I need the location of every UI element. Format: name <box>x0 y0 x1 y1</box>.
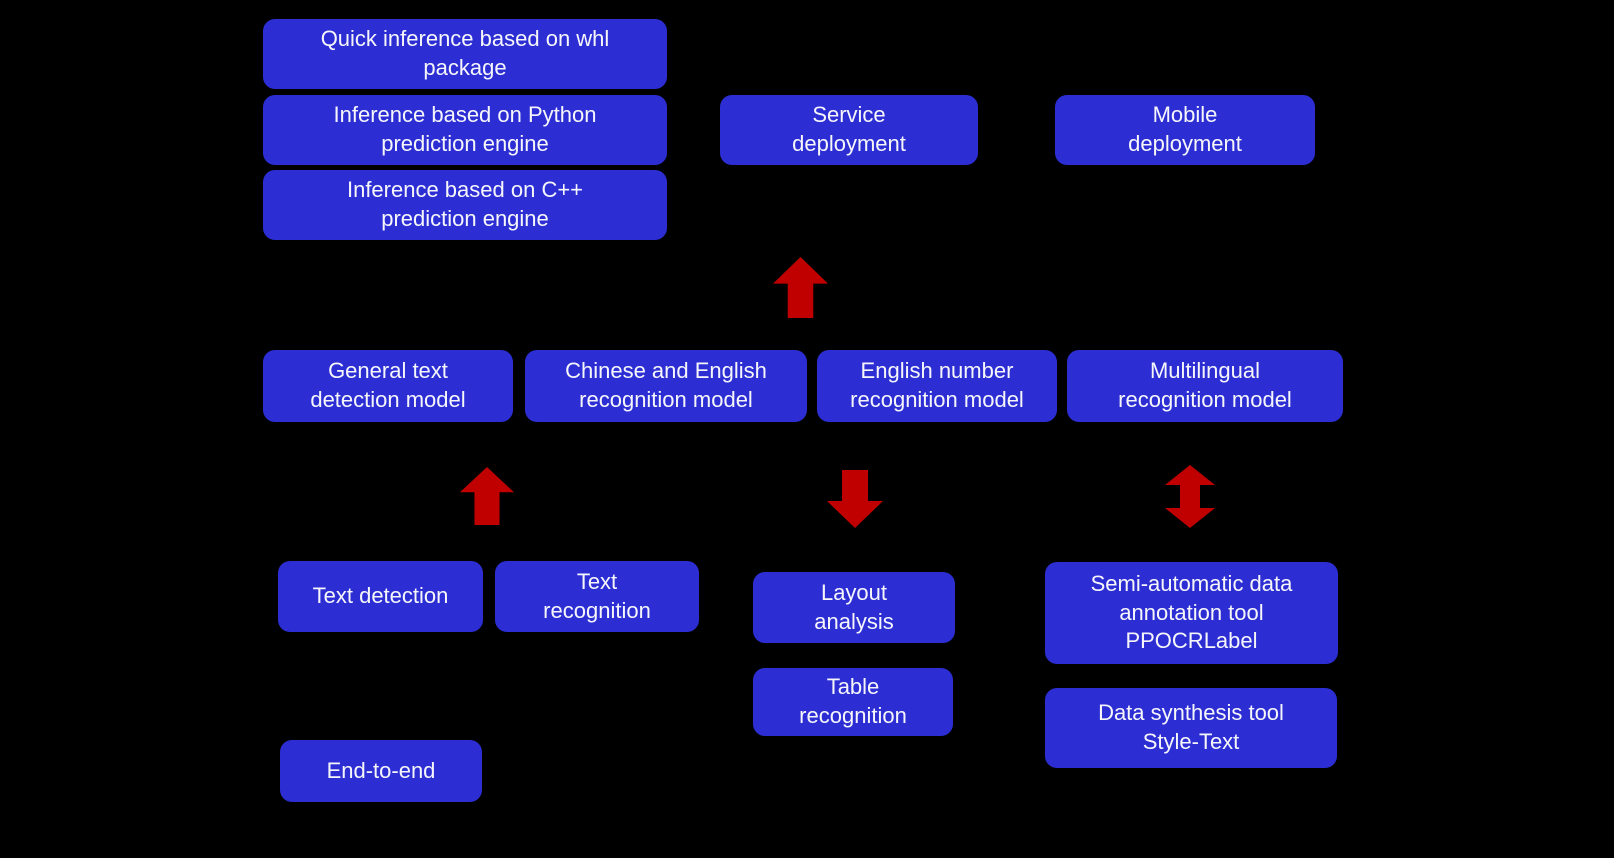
node-python-prediction-engine: Inference based on Python prediction eng… <box>263 95 667 165</box>
node-text-recognition: Text recognition <box>495 561 699 632</box>
up-arrow-models-to-deployment-icon <box>773 257 828 318</box>
node-service-deployment: Service deployment <box>720 95 978 165</box>
node-general-text-detection-model: General text detection model <box>263 350 513 422</box>
node-quick-inference-whl: Quick inference based on whl package <box>263 19 667 89</box>
node-layout-analysis: Layout analysis <box>753 572 955 643</box>
node-mobile-deployment: Mobile deployment <box>1055 95 1315 165</box>
down-arrow-models-to-layout-icon <box>827 470 883 528</box>
node-table-recognition: Table recognition <box>753 668 953 736</box>
node-english-number-recognition-model: English number recognition model <box>817 350 1057 422</box>
double-arrow-models-tools-icon <box>1165 465 1215 528</box>
node-ppocrlabel-annotation-tool: Semi-automatic data annotation tool PPOC… <box>1045 562 1338 664</box>
node-end-to-end: End-to-end <box>280 740 482 802</box>
node-text-detection: Text detection <box>278 561 483 632</box>
node-cpp-prediction-engine: Inference based on C++ prediction engine <box>263 170 667 240</box>
node-multilingual-recognition-model: Multilingual recognition model <box>1067 350 1343 422</box>
node-style-text-synthesis-tool: Data synthesis tool Style-Text <box>1045 688 1337 768</box>
up-arrow-capabilities-to-models-icon <box>460 467 514 525</box>
node-chinese-english-recognition-model: Chinese and English recognition model <box>525 350 807 422</box>
